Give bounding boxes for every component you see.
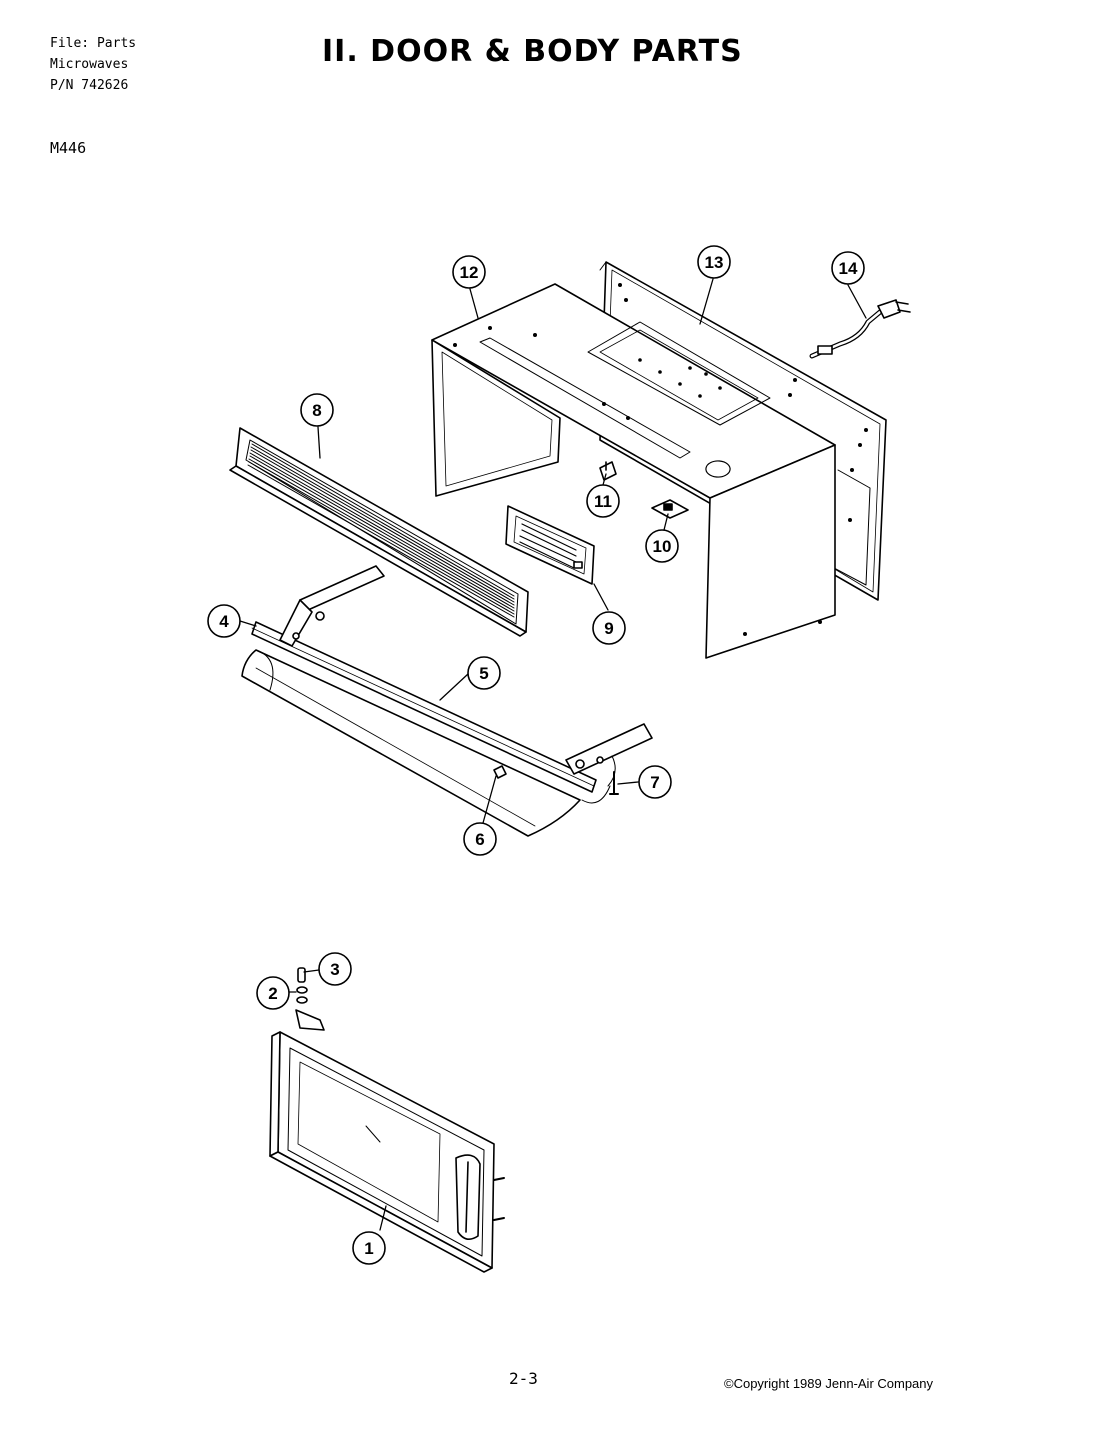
callout-11: 11 bbox=[586, 484, 620, 518]
part-14-power-cord bbox=[809, 299, 911, 359]
part-2-3-hinge-hardware bbox=[295, 967, 325, 1031]
callout-label: 2 bbox=[268, 984, 277, 1003]
callout-3: 3 bbox=[318, 952, 352, 986]
callout-label: 8 bbox=[312, 401, 321, 420]
callout-12: 12 bbox=[452, 255, 486, 289]
callout-4: 4 bbox=[207, 604, 241, 638]
callout-9: 9 bbox=[592, 611, 626, 645]
file-info-block: File: Parts Microwaves P/N 742626 bbox=[50, 33, 136, 96]
callout-label: 6 bbox=[475, 830, 484, 849]
part-11-clip bbox=[599, 461, 617, 481]
file-label: File: Parts bbox=[50, 36, 137, 51]
part-6-screw bbox=[493, 765, 507, 779]
copyright-notice: ©Copyright 1989 Jenn-Air Company bbox=[724, 1376, 934, 1391]
callout-label: 9 bbox=[604, 619, 613, 638]
part-9-panel bbox=[505, 505, 595, 585]
callout-13: 13 bbox=[697, 245, 731, 279]
part-12-cabinet bbox=[431, 283, 836, 659]
callout-2: 2 bbox=[256, 976, 290, 1010]
part-10-bracket bbox=[651, 499, 689, 519]
part-4-5-trim-frame bbox=[241, 565, 653, 837]
callout-1: 1 bbox=[352, 1231, 386, 1265]
callout-5: 5 bbox=[467, 656, 501, 690]
callout-label: 13 bbox=[705, 253, 724, 272]
callout-8: 8 bbox=[300, 393, 334, 427]
callout-label: 5 bbox=[479, 664, 488, 683]
callout-label: 1 bbox=[364, 1239, 373, 1258]
page-number: 2-3 bbox=[509, 1369, 538, 1388]
callout-leaders bbox=[239, 278, 867, 1231]
callout-10: 10 bbox=[645, 529, 679, 563]
part-1-door bbox=[269, 1031, 505, 1273]
callout-label: 4 bbox=[219, 612, 229, 631]
callout-14: 14 bbox=[831, 251, 865, 285]
model-number: M446 bbox=[50, 139, 87, 157]
part-7-screw bbox=[609, 771, 619, 795]
callout-label: 14 bbox=[839, 259, 858, 278]
part-8-vent-grille bbox=[229, 427, 529, 637]
category-label: Microwaves bbox=[50, 57, 129, 72]
part-number-label: P/N 742626 bbox=[50, 78, 129, 93]
callout-label: 11 bbox=[594, 492, 612, 511]
callout-7: 7 bbox=[638, 765, 672, 799]
callout-label: 3 bbox=[330, 960, 339, 979]
callout-6: 6 bbox=[463, 822, 497, 856]
callout-label: 12 bbox=[460, 263, 479, 282]
page-title: II. DOOR & BODY PARTS bbox=[322, 34, 743, 69]
callout-label: 7 bbox=[650, 773, 659, 792]
callout-label: 10 bbox=[653, 537, 672, 556]
